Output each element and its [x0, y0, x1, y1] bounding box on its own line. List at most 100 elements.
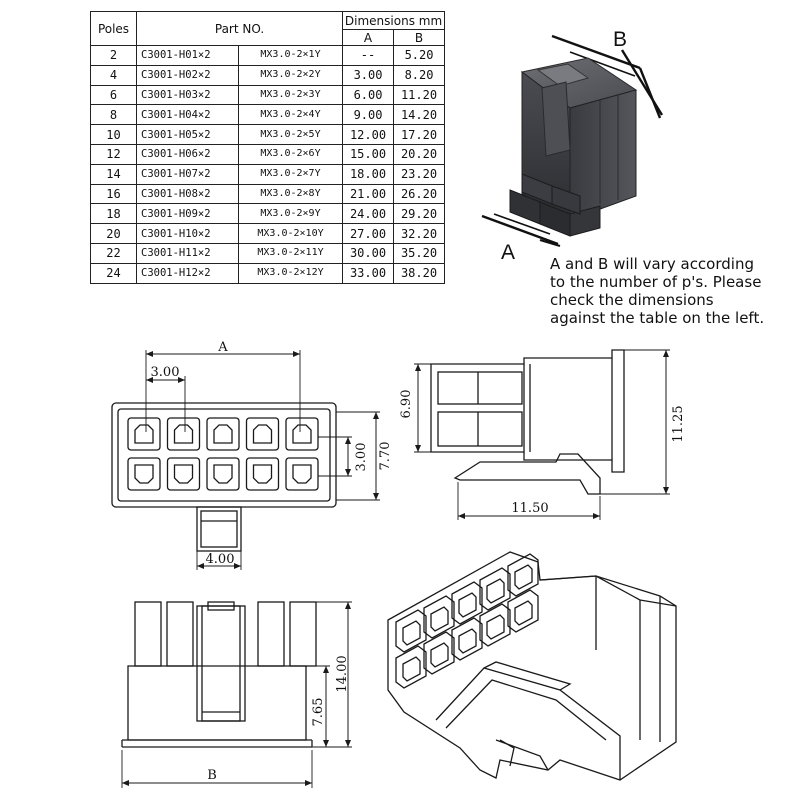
cell-housing-part: C3001-H12×2 — [136, 262, 239, 284]
front-cavity-terminal — [292, 424, 312, 444]
front-cavity — [127, 457, 161, 491]
dim-overall-height: 11.25 — [671, 405, 686, 442]
photo-label-a: A — [501, 241, 516, 264]
note-line: check the dimensions — [550, 291, 714, 309]
isometric-cavity — [423, 595, 455, 639]
front-cavity — [245, 457, 280, 491]
isometric-view — [387, 551, 677, 781]
front-cavity — [206, 457, 240, 491]
isometric-cavity — [395, 609, 427, 653]
isometric-cavity-terminal — [402, 620, 421, 646]
front-cavity-terminal — [173, 464, 194, 484]
isometric-cavity — [423, 631, 455, 675]
isometric-cavity-terminal — [486, 614, 505, 640]
dim-label-a: A — [217, 340, 228, 355]
cell-terminal-part: MX3.0-2×6Y — [237, 143, 344, 165]
bottom-view — [121, 601, 352, 788]
isometric-cavities — [395, 553, 539, 689]
cell-dim-a: -- — [342, 45, 395, 66]
cell-housing-part: C3001-H03×2 — [136, 84, 239, 106]
front-cavity-terminal — [213, 464, 233, 484]
isometric-cavity-terminal — [486, 578, 505, 604]
front-cavity — [166, 457, 201, 491]
isometric-cavity — [395, 645, 427, 689]
dim-label-b: B — [207, 768, 217, 783]
dimension-arrows — [122, 350, 669, 786]
cell-housing-part: C3001-H06×2 — [136, 143, 239, 165]
front-cavity — [166, 417, 201, 451]
isometric-cavity — [451, 581, 483, 625]
cell-dim-a: 15.00 — [342, 143, 395, 165]
isometric-cavity — [507, 553, 539, 597]
isometric-cavity-terminal — [458, 592, 477, 618]
front-cavity-terminal — [173, 424, 194, 444]
header-part-no: Part NO. — [135, 11, 344, 46]
front-cavity-grid — [127, 417, 319, 491]
dim-overall: 14.00 — [335, 655, 350, 692]
cell-housing-part: C3001-H04×2 — [136, 104, 239, 126]
isometric-cavity-terminal — [514, 564, 533, 590]
note-line: A and B will vary according — [550, 255, 754, 273]
front-cavity-terminal — [213, 424, 233, 444]
dim-cavity-height: 6.90 — [399, 390, 414, 419]
dim-height: 7.70 — [378, 442, 393, 471]
dim-body: 7.65 — [311, 698, 326, 727]
isometric-cavity — [479, 603, 511, 647]
cell-housing-part: C3001-H05×2 — [136, 124, 239, 145]
cell-poles: 12 — [90, 143, 137, 165]
variation-note: A and B will vary according to the numbe… — [550, 255, 795, 327]
isometric-cavity-terminal — [430, 642, 449, 668]
cell-poles: 18 — [90, 203, 137, 225]
side-view — [414, 349, 670, 520]
cell-housing-part: C3001-H01×2 — [136, 45, 239, 66]
cell-dim-b: 11.20 — [393, 84, 446, 106]
front-view — [111, 350, 380, 570]
isometric-cavity-terminal — [458, 628, 477, 654]
cell-dim-b: 8.20 — [393, 64, 446, 86]
header-poles: Poles — [90, 11, 137, 46]
front-cavity-terminal — [134, 424, 154, 444]
front-cavity-terminal — [292, 464, 312, 484]
front-cavity-terminal — [252, 424, 273, 444]
cell-housing-part: C3001-H07×2 — [136, 163, 239, 185]
front-cavity — [245, 417, 280, 451]
dim-pitch: 3.00 — [151, 365, 180, 380]
isometric-cavity — [451, 617, 483, 661]
dim-latch-width: 4.00 — [206, 552, 235, 567]
cell-dim-a: 33.00 — [342, 262, 395, 284]
cell-dim-a: 24.00 — [342, 203, 395, 225]
connector-photo — [481, 34, 664, 247]
front-cavity-terminal — [134, 464, 154, 484]
front-cavity — [285, 457, 319, 491]
photo-label-b: B — [613, 28, 628, 51]
front-cavity — [127, 417, 161, 451]
isometric-cavity — [479, 567, 511, 611]
front-cavity — [206, 417, 240, 451]
isometric-cavity-terminal — [514, 600, 533, 626]
note-line: against the table on the left. — [550, 309, 765, 327]
cell-dim-b: 38.20 — [393, 262, 446, 284]
cell-poles: 22 — [90, 242, 137, 264]
cell-dim-b: 29.20 — [393, 203, 446, 225]
isometric-cavity-terminal — [430, 606, 449, 632]
isometric-cavity-terminal — [402, 656, 421, 682]
header-dim-a: A — [342, 29, 395, 46]
front-cavity-terminal — [252, 464, 273, 484]
isometric-cavity — [507, 589, 539, 633]
note-line: to the number of p's. Please — [550, 273, 762, 291]
cell-dim-b: 17.20 — [393, 124, 446, 145]
dim-length: 11.50 — [511, 501, 548, 516]
front-cavity — [285, 417, 319, 451]
